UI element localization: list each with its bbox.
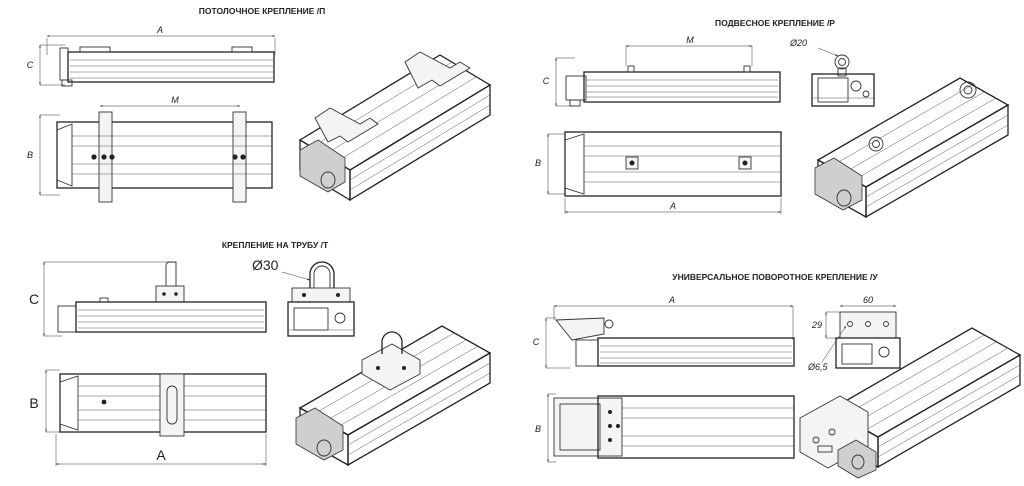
universal-mount-section: УНИВЕРСАЛЬНОЕ ПОВОРОТНОЕ КРЕПЛЕНИЕ /У A … xyxy=(533,272,1022,479)
universal-dim-a: A xyxy=(668,295,675,305)
universal-dia-label: Ø6,5 xyxy=(807,362,829,372)
ceiling-mount-section: ПОТОЛОЧНОЕ КРЕПЛЕНИЕ /П A C M xyxy=(27,6,492,203)
ceiling-dim-b: B xyxy=(27,150,33,160)
pipe-side-view: C xyxy=(29,261,267,337)
ceiling-dim-a: A xyxy=(156,25,163,35)
universal-dim-c: C xyxy=(533,337,540,347)
suspended-dim-b: B xyxy=(535,158,541,168)
suspended-mount-title: ПОДВЕСНОЕ КРЕПЛЕНИЕ /Р xyxy=(715,18,835,28)
universal-isometric-view xyxy=(799,327,1022,479)
suspended-side-view: M C xyxy=(543,35,781,107)
pipe-mount-section: КРЕПЛЕНИЕ НА ТРУБУ /Т C Ø30 xyxy=(29,240,492,467)
universal-mount-title: УНИВЕРСАЛЬНОЕ ПОВОРОТНОЕ КРЕПЛЕНИЕ /У xyxy=(672,272,878,282)
suspended-dim-a: A xyxy=(669,201,676,211)
universal-plan-view: B xyxy=(535,393,795,463)
pipe-dim-a: A xyxy=(156,447,166,463)
suspended-end-view: Ø20 xyxy=(789,38,875,107)
pipe-end-view: Ø30 xyxy=(252,257,355,337)
ceiling-mount-title: ПОТОЛОЧНОЕ КРЕПЛЕНИЕ /П xyxy=(199,6,325,16)
universal-dim-60: 60 xyxy=(863,295,873,305)
suspended-dim-c: C xyxy=(543,76,550,86)
ceiling-dim-m: M xyxy=(171,95,179,105)
universal-dim-b: B xyxy=(535,424,541,434)
universal-side-view: A C xyxy=(533,295,795,369)
ceiling-dim-c: C xyxy=(27,60,34,70)
pipe-isometric-view xyxy=(295,325,492,467)
suspended-dia-label: Ø20 xyxy=(789,38,807,48)
pipe-dim-c: C xyxy=(29,291,39,307)
universal-dim-29: 29 xyxy=(811,320,822,330)
suspended-mount-section: ПОДВЕСНОЕ КРЕПЛЕНИЕ /Р M C Ø20 xyxy=(535,18,1010,219)
suspended-plan-view: B A xyxy=(535,131,782,214)
ceiling-side-view: A C xyxy=(27,25,276,87)
pipe-plan-view: B A xyxy=(29,369,267,466)
suspended-isometric-view xyxy=(814,77,1010,219)
pipe-dim-b: B xyxy=(29,395,38,411)
pipe-mount-title: КРЕПЛЕНИЕ НА ТРУБУ /Т xyxy=(222,240,329,250)
ceiling-plan-view: M B xyxy=(27,95,273,203)
universal-end-view: 60 29 Ø6,5 xyxy=(807,295,901,372)
ceiling-isometric-view xyxy=(298,51,492,202)
suspended-dim-m: M xyxy=(686,35,694,45)
pipe-dia-label: Ø30 xyxy=(252,257,279,273)
